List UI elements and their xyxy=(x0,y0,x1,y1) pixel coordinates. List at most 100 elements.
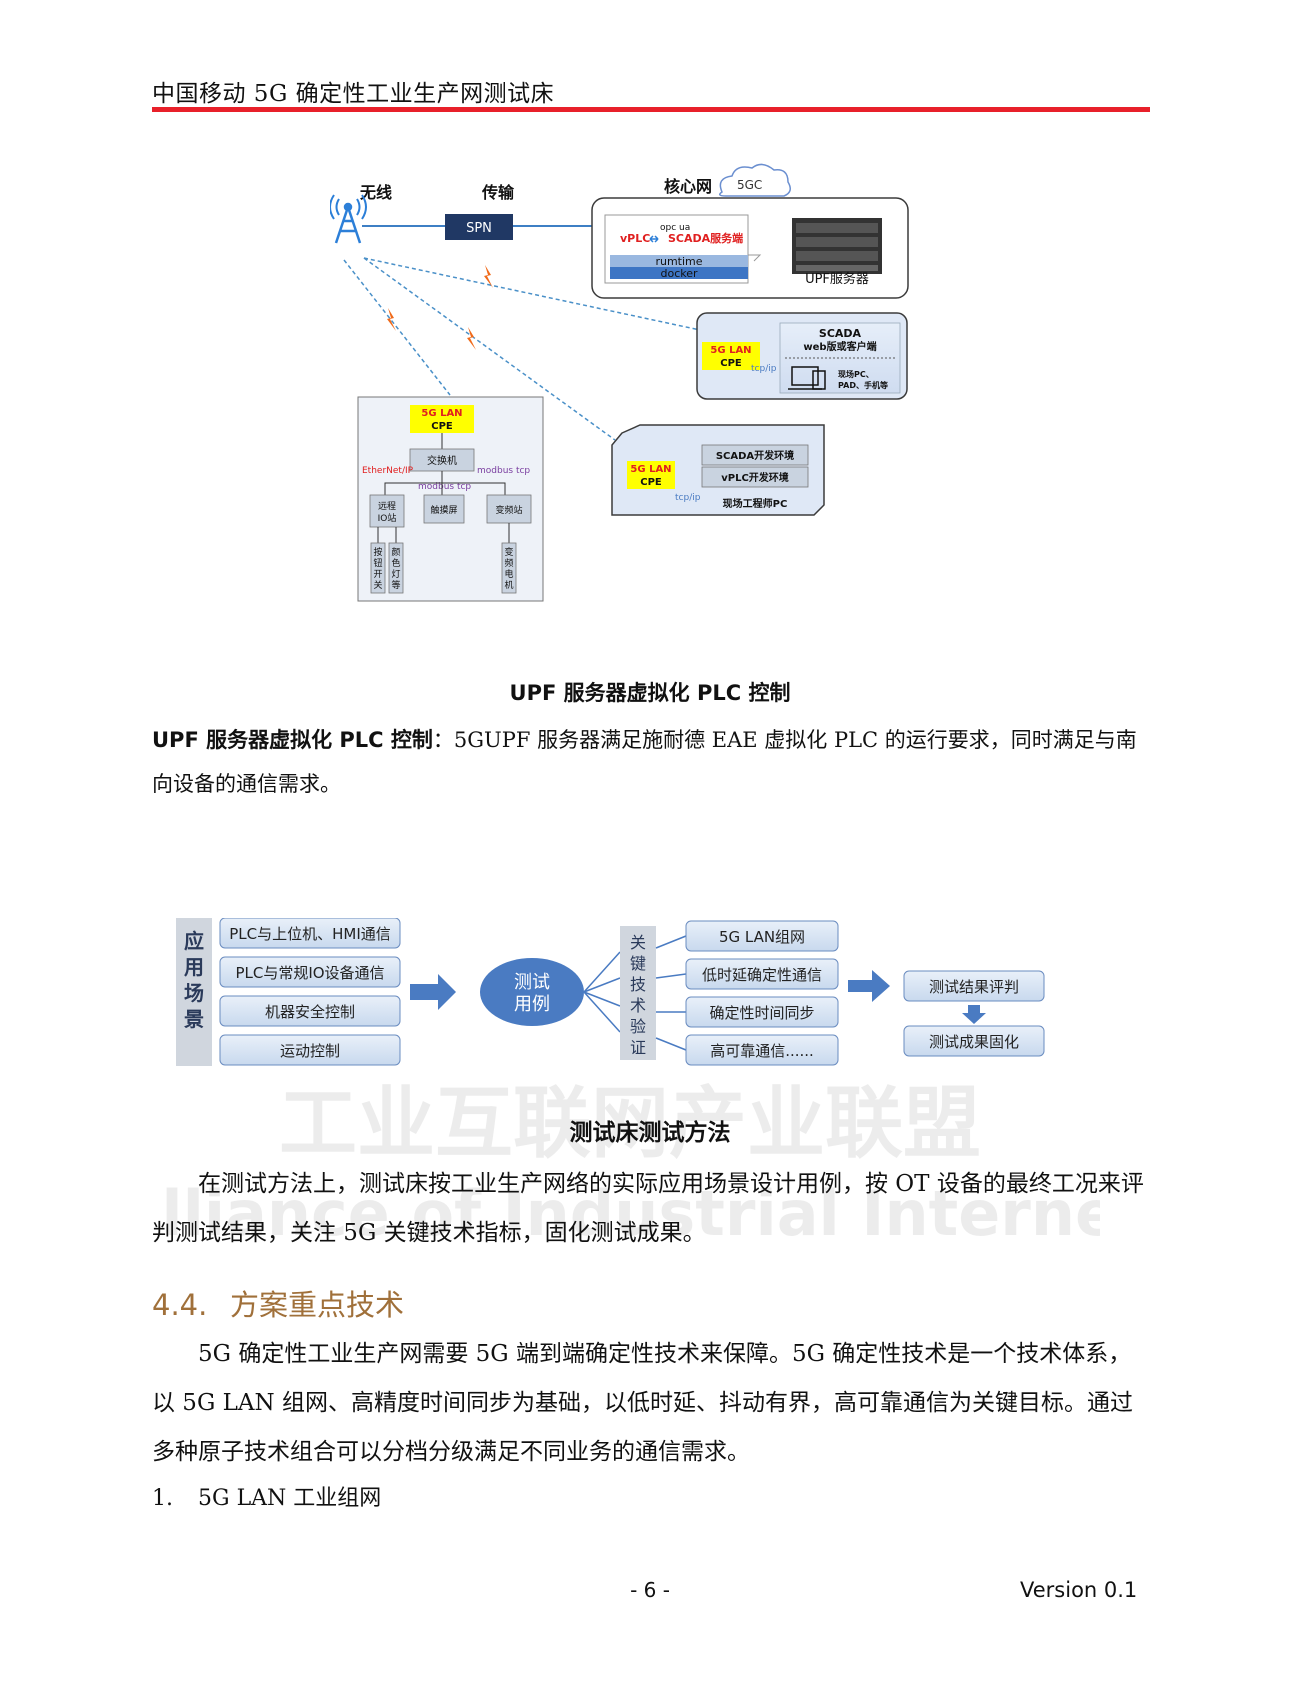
down-arrow-icon xyxy=(962,1005,986,1024)
upf-server-label: UPF服务器 xyxy=(805,271,869,287)
header-rule xyxy=(152,107,1150,112)
cloud-label: 5GC xyxy=(737,178,762,192)
svg-text:SCADA开发环境: SCADA开发环境 xyxy=(716,449,794,462)
svg-text:证: 证 xyxy=(630,1038,646,1057)
svg-text:远程: 远程 xyxy=(378,501,396,512)
list-item: 1. 5G LAN 工业组网 xyxy=(152,1480,381,1512)
header-title: 中国移动 5G 确定性工业生产网测试床 xyxy=(152,81,555,107)
svg-text:电: 电 xyxy=(504,568,513,580)
svg-text:钮: 钮 xyxy=(373,557,382,569)
svg-text:现场工程师PC: 现场工程师PC xyxy=(723,497,788,510)
svg-text:5G LAN: 5G LAN xyxy=(421,408,462,419)
wireless-label: 无线 xyxy=(359,183,392,202)
svg-text:机: 机 xyxy=(504,579,513,591)
svg-text:IO站: IO站 xyxy=(378,512,397,524)
arrow-icon xyxy=(410,974,456,1010)
svg-text:现场PC、: 现场PC、 xyxy=(838,369,874,379)
test-method-diagram: 应 用 场 景 PLC与上位机、HMI通信 PLC与常规IO设备通信 机器安全控… xyxy=(176,918,1045,1066)
tech-4: 高可靠通信...... xyxy=(710,1042,814,1060)
paragraph-key-tech: 5G 确定性工业生产网需要 5G 端到端确定性技术来保障。5G 确定性技术是一个… xyxy=(152,1341,1133,1465)
section-heading: 4.4. 方案重点技术 xyxy=(152,1282,404,1324)
watermark-line2: Alliance of Industrial Internet xyxy=(160,1177,1100,1245)
result-2: 测试成果固化 xyxy=(929,1033,1019,1051)
list-item-text: 5G LAN 工业组网 xyxy=(198,1486,382,1511)
svg-text:EtherNet/IP: EtherNet/IP xyxy=(362,466,414,476)
svg-text:5G LAN: 5G LAN xyxy=(630,464,671,475)
tech-2: 低时延确定性通信 xyxy=(702,966,822,984)
upf-server-icon xyxy=(792,218,882,274)
svg-text:tcp/ip: tcp/ip xyxy=(675,493,701,503)
svg-text:技: 技 xyxy=(630,975,646,994)
spn-label: SPN xyxy=(466,221,492,236)
svg-text:灯: 灯 xyxy=(391,569,400,580)
upf-plc-diagram: 无线 传输 核心网 5GC SPN opc ua vPLC SCADA服务端 r… xyxy=(330,163,909,602)
svg-text:术: 术 xyxy=(630,996,646,1015)
svg-text:按: 按 xyxy=(373,546,382,558)
svg-text:CPE: CPE xyxy=(720,358,742,369)
svg-text:vPLC开发环境: vPLC开发环境 xyxy=(721,471,789,484)
paragraph-test-method: 在测试方法上，测试床按工业生产网络的实际应用场景设计用例，按 OT 设备的最终工… xyxy=(152,1171,1144,1246)
svg-text:变: 变 xyxy=(504,546,513,558)
tech-1: 5G LAN组网 xyxy=(719,928,805,946)
section-title: 方案重点技术 xyxy=(230,1288,405,1322)
scada-server-label: SCADA服务端 xyxy=(668,231,743,245)
tech-3: 确定性时间同步 xyxy=(709,1004,814,1022)
svg-text:modbus tcp: modbus tcp xyxy=(477,466,530,476)
transport-label: 传输 xyxy=(481,183,515,202)
svg-text:CPE: CPE xyxy=(640,477,662,488)
scenario-4: 运动控制 xyxy=(280,1042,340,1060)
runtime-label: rumtime xyxy=(655,255,702,268)
svg-text:应: 应 xyxy=(184,929,204,953)
svg-text:SCADA: SCADA xyxy=(819,327,862,340)
scenario-1: PLC与上位机、HMI通信 xyxy=(229,925,391,943)
svg-text:交换机: 交换机 xyxy=(427,454,457,467)
svg-text:tcp/ip: tcp/ip xyxy=(751,364,777,374)
svg-text:用: 用 xyxy=(184,955,204,979)
testcase-ellipse xyxy=(480,958,584,1026)
list-item-number: 1. xyxy=(152,1486,173,1511)
lightning-icons xyxy=(387,265,493,350)
figure2-caption: 测试床测试方法 xyxy=(569,1120,731,1146)
devices-icon xyxy=(788,366,826,390)
scenario-2: PLC与常规IO设备通信 xyxy=(235,964,384,982)
svg-text:色: 色 xyxy=(391,557,400,569)
cloud-icon: 5GC xyxy=(719,163,791,197)
svg-text:颜: 颜 xyxy=(391,546,400,558)
svg-text:CPE: CPE xyxy=(431,421,453,432)
svg-text:景: 景 xyxy=(184,1007,204,1031)
arrow-icon xyxy=(848,970,890,1002)
scenario-3: 机器安全控制 xyxy=(265,1003,355,1021)
svg-text:关: 关 xyxy=(630,933,646,952)
vplc-label: vPLC xyxy=(620,232,650,245)
opcua-label: opc ua xyxy=(660,223,690,233)
svg-text:等: 等 xyxy=(391,579,400,591)
spn-box xyxy=(445,214,513,240)
page-number: - 6 - xyxy=(630,1578,670,1602)
svg-text:变频站: 变频站 xyxy=(495,504,522,516)
svg-text:开: 开 xyxy=(373,569,382,580)
svg-text:验: 验 xyxy=(630,1017,646,1036)
svg-text:modbus tcp: modbus tcp xyxy=(418,482,471,492)
svg-text:用例: 用例 xyxy=(514,994,550,1015)
section-number: 4.4. xyxy=(152,1288,208,1322)
scenario-boxes xyxy=(219,918,401,1066)
watermark: 工业互联网产业联盟 Alliance of Industrial Interne… xyxy=(160,1079,1100,1245)
svg-text:测试: 测试 xyxy=(514,972,550,993)
svg-text:PAD、手机等: PAD、手机等 xyxy=(838,380,888,390)
svg-text:场: 场 xyxy=(184,981,204,1005)
watermark-line1: 工业互联网产业联盟 xyxy=(279,1079,981,1169)
version-label: Version 0.1 xyxy=(1020,1578,1138,1602)
svg-text:关: 关 xyxy=(373,579,382,591)
paragraph-upf-bold: UPF 服务器虚拟化 PLC 控制 xyxy=(152,728,433,752)
core-label: 核心网 xyxy=(664,177,712,196)
result-1: 测试结果评判 xyxy=(929,978,1019,996)
figure1-caption: UPF 服务器虚拟化 PLC 控制 xyxy=(509,681,791,705)
antenna-tower-icon xyxy=(330,194,367,244)
svg-text:web版或客户端: web版或客户端 xyxy=(803,340,876,353)
svg-text:频: 频 xyxy=(504,557,513,569)
docker-label: docker xyxy=(660,267,698,280)
paragraph-upf: UPF 服务器虚拟化 PLC 控制：5GUPF 服务器满足施耐德 EAE 虚拟化… xyxy=(152,718,1150,806)
svg-text:触摸屏: 触摸屏 xyxy=(430,504,457,516)
svg-text:5G LAN: 5G LAN xyxy=(710,345,751,356)
paragraph-upf-text: ：5GUPF 服务器满足施耐德 EAE 虚拟化 PLC 的运行要求，同时满足与南… xyxy=(152,728,1137,796)
